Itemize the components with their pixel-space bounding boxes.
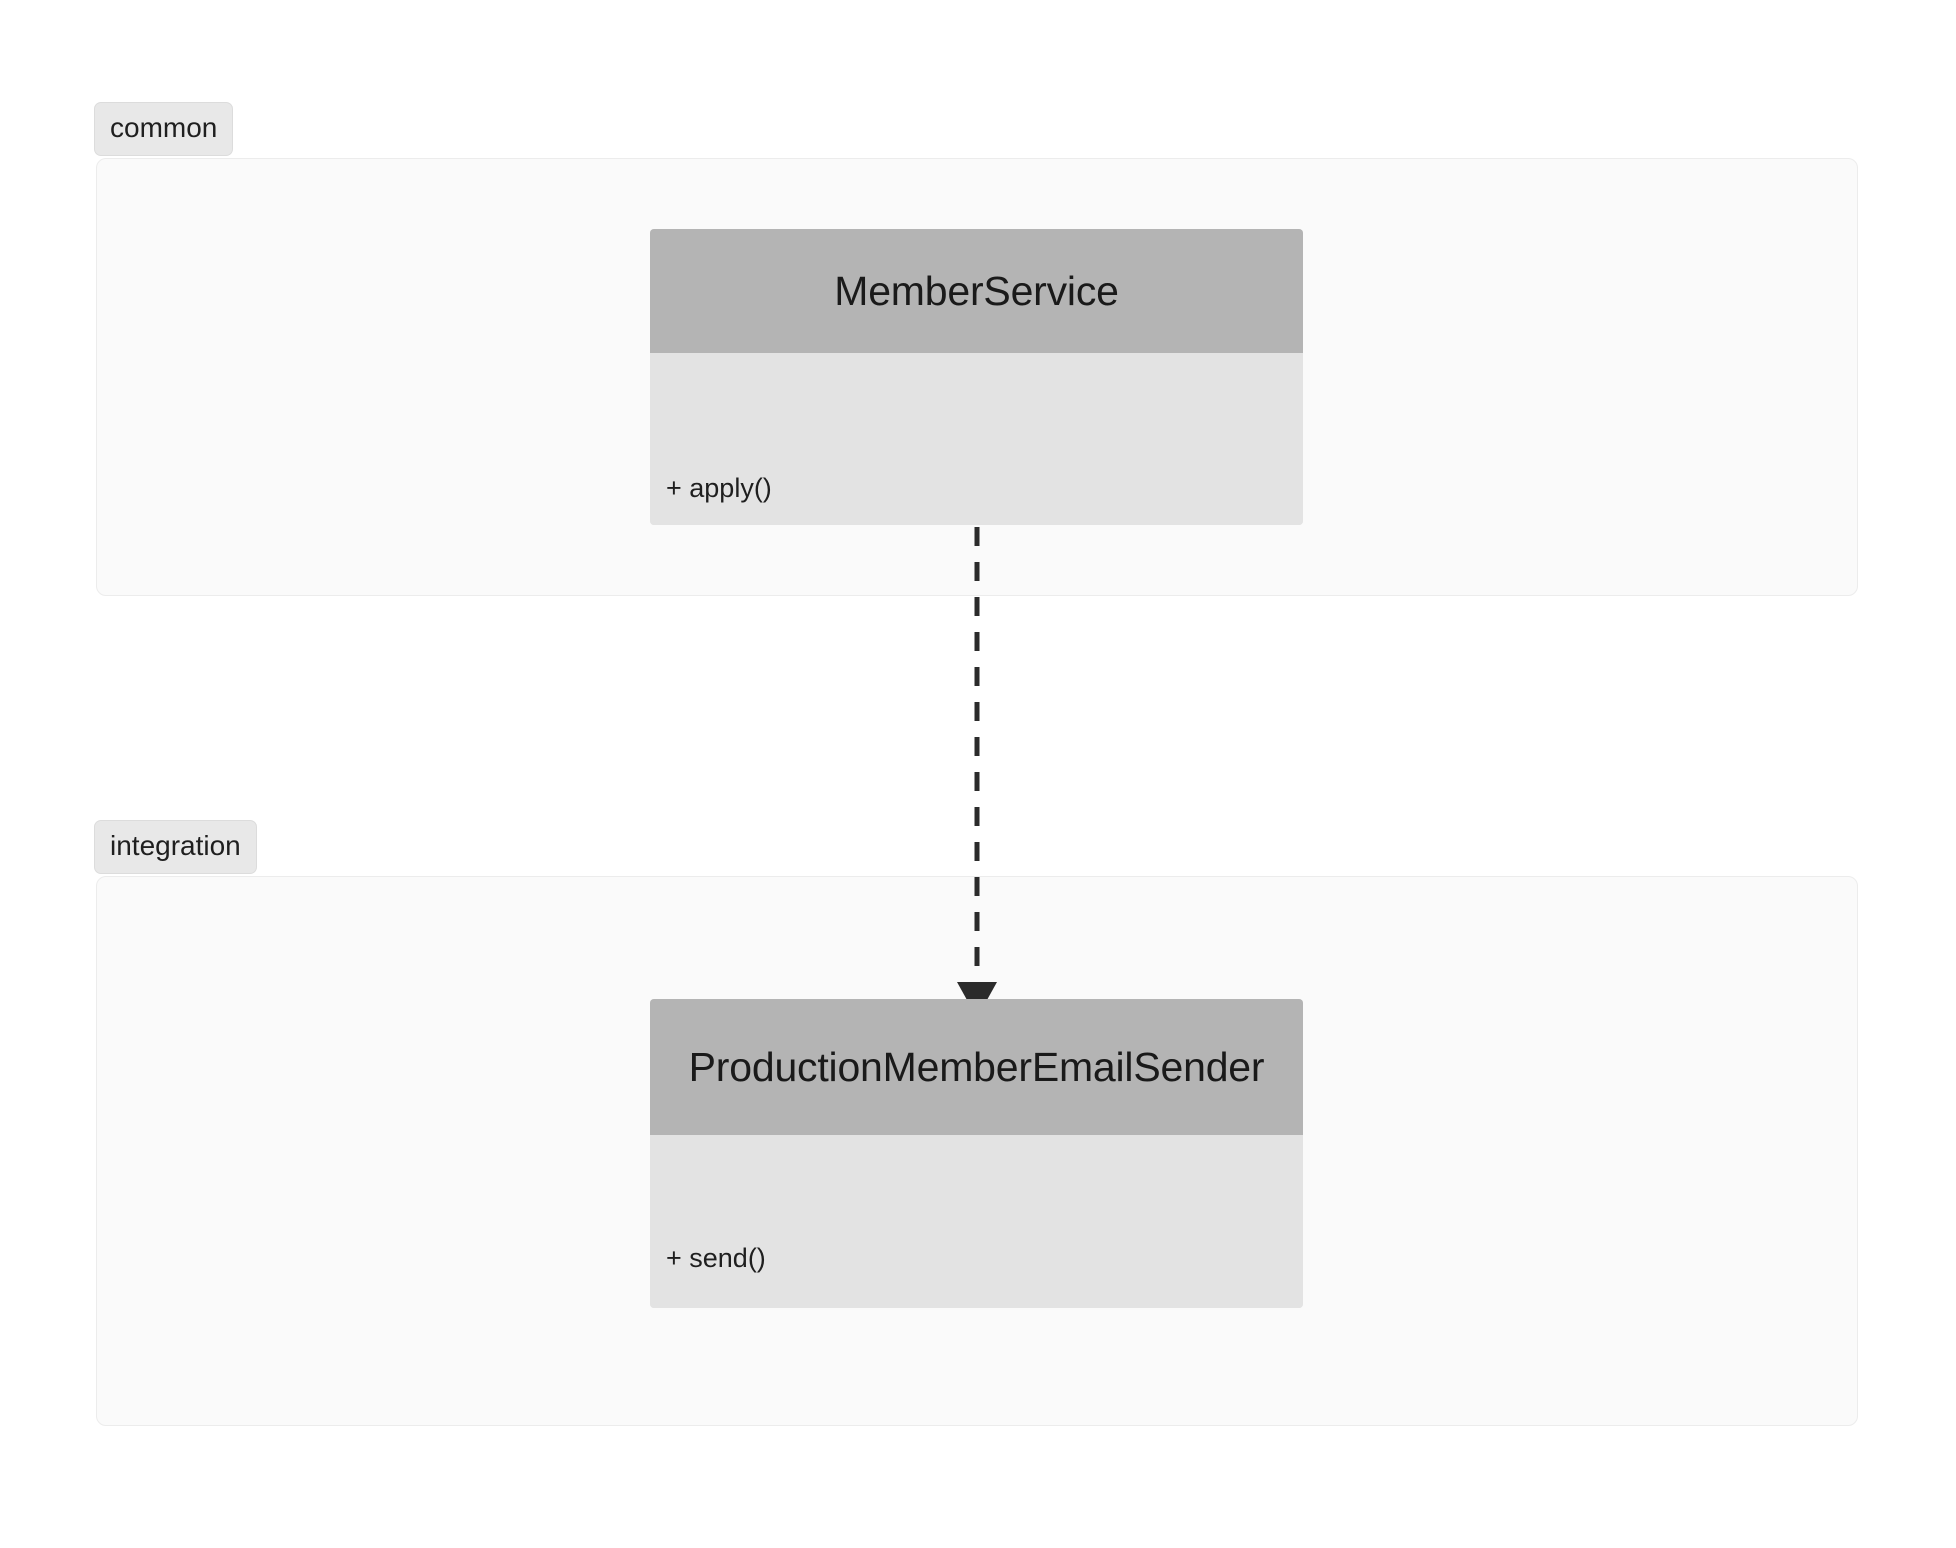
class-title-memberservice: MemberService (834, 267, 1119, 314)
class-title-productionmemberemailsender: ProductionMemberEmailSender (688, 1043, 1265, 1090)
class-body-productionmemberemailsender: + send() (650, 1135, 1303, 1308)
class-node-memberservice[interactable]: MemberService + apply() (650, 229, 1303, 525)
class-member-send: + send() (666, 1243, 766, 1273)
class-header-productionmemberemailsender: ProductionMemberEmailSender (650, 999, 1303, 1135)
package-label-common[interactable]: common (94, 102, 234, 156)
class-body-memberservice: + apply() (650, 353, 1303, 525)
class-header-memberservice: MemberService (650, 229, 1303, 353)
class-node-productionmemberemailsender[interactable]: ProductionMemberEmailSender + send() (650, 999, 1303, 1308)
class-member-apply: + apply() (666, 473, 772, 503)
package-label-integration[interactable]: integration (94, 820, 257, 874)
